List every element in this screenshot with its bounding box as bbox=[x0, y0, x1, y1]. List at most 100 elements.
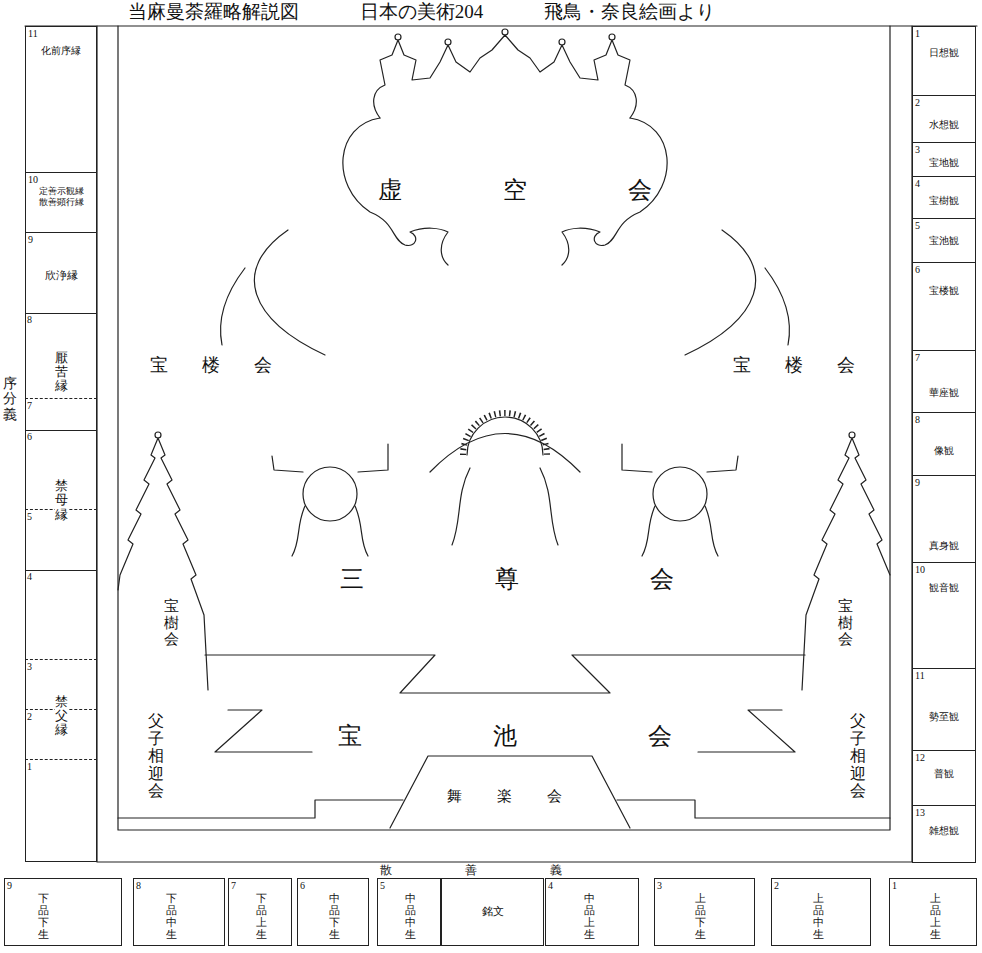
roof-finial bbox=[502, 29, 508, 35]
panel-cell: 9 欣浄縁 bbox=[25, 232, 97, 314]
region-label: 父子相迎会 bbox=[850, 712, 866, 800]
panel-cell: 3宝地観 bbox=[912, 142, 976, 177]
cell-number: 4 bbox=[27, 571, 32, 583]
cell-number: 8 bbox=[915, 414, 920, 426]
panel-cell: 1 bbox=[25, 759, 97, 862]
panel-cell: 5中品中生 bbox=[377, 878, 441, 946]
attendant-canopy bbox=[272, 444, 388, 472]
cell-number: 10 bbox=[28, 174, 38, 186]
roof-finial bbox=[395, 34, 401, 40]
cell-number: 2 bbox=[27, 711, 32, 723]
halo bbox=[467, 417, 543, 455]
attendant-figure bbox=[642, 506, 718, 556]
central-frame bbox=[97, 26, 912, 862]
cell-number: 1 bbox=[27, 761, 32, 773]
label-holder: 父子相迎会 bbox=[850, 712, 866, 800]
panel-cell: 7 下品上生 bbox=[228, 878, 292, 946]
cell-label: 禁母縁 bbox=[55, 477, 68, 524]
buddha-figure bbox=[452, 468, 558, 545]
panel-group: 禁母縁 6 5 bbox=[25, 430, 97, 571]
jewel-tree bbox=[802, 438, 890, 690]
attendant-canopy bbox=[622, 444, 738, 472]
cell-label: 水想観 bbox=[929, 119, 959, 131]
panel-cell: 1上品上生 bbox=[889, 878, 977, 946]
region-label: 父子相迎会 bbox=[148, 712, 164, 800]
region-label: 三尊会 bbox=[340, 565, 805, 594]
panel-cell: 10観音観 bbox=[912, 562, 976, 669]
panel-cell: 6宝楼観 bbox=[912, 262, 976, 351]
cell-label: 中品上生 bbox=[584, 892, 595, 940]
panel-cell: 11勢至観 bbox=[912, 668, 976, 751]
cell-label: 真身観 bbox=[929, 540, 959, 552]
section-heading: 散善義 bbox=[380, 863, 635, 877]
panel-cell: 7華座観 bbox=[912, 350, 976, 413]
panel-cell: 7 bbox=[25, 398, 97, 431]
cell-number: 12 bbox=[915, 752, 925, 764]
cell-label: 下品上生 bbox=[256, 892, 267, 940]
cell-label: 欣浄縁 bbox=[45, 269, 78, 282]
cell-number: 3 bbox=[915, 144, 920, 156]
cell-label: 像観 bbox=[934, 445, 954, 457]
region-label: 宝楼会 bbox=[733, 355, 889, 377]
label-holder: 宝樹会 bbox=[838, 598, 853, 648]
cell-label: 禁父縁 bbox=[55, 693, 68, 740]
pavilion-curve bbox=[254, 230, 325, 355]
cell-number: 6 bbox=[27, 431, 32, 443]
region-label: 虚空会 bbox=[378, 176, 753, 205]
cell-label: 普観 bbox=[934, 768, 954, 780]
label-holder: 宝楼会 bbox=[150, 355, 306, 377]
roof-finial bbox=[445, 39, 451, 45]
label-holder: 宝樹会 bbox=[164, 598, 179, 648]
pavilion-curve bbox=[221, 268, 245, 345]
panel-cell: 2上品中生 bbox=[771, 878, 871, 946]
panel-cell: 11化前序縁 bbox=[25, 26, 97, 173]
section-row: 散善義9下品下生8下品中生7下品上生6中品下生5中品中生銘文4中品上生3上品下生… bbox=[0, 863, 982, 953]
cell-number: 11 bbox=[915, 670, 925, 682]
pavilion-curve bbox=[765, 268, 789, 345]
label-holder: 虚空会 bbox=[378, 176, 753, 205]
pavilion-curve bbox=[685, 230, 756, 355]
tree-finial bbox=[155, 432, 161, 438]
cell-number: 11 bbox=[28, 28, 38, 40]
label-holder: 父子相迎会 bbox=[148, 712, 164, 800]
cell-label: 上品中生 bbox=[813, 892, 824, 940]
pond-outline bbox=[205, 655, 805, 693]
cell-label: 日想観 bbox=[929, 47, 959, 59]
panel-cell: 5宝池観 bbox=[912, 218, 976, 263]
cell-number: 9 bbox=[28, 234, 33, 246]
tree-finial bbox=[849, 432, 855, 438]
panel-cell: 8 像観 bbox=[912, 412, 976, 476]
cell-number: 1 bbox=[892, 880, 897, 892]
cell-number: 5 bbox=[380, 880, 385, 892]
cell-label: 下品下生 bbox=[38, 892, 49, 940]
cell-number: 9 bbox=[915, 477, 920, 489]
cell-number: 5 bbox=[27, 511, 32, 523]
cell-number: 1 bbox=[915, 28, 920, 40]
cell-number: 7 bbox=[231, 880, 236, 892]
palace-roofs bbox=[374, 35, 637, 118]
pond-outline bbox=[215, 710, 312, 752]
cell-label: 化前序縁 bbox=[41, 45, 81, 57]
label-holder: 宝楼会 bbox=[733, 355, 889, 377]
panel-cell: 4 bbox=[25, 570, 97, 660]
panel-group: 禁父縁4321 bbox=[25, 570, 97, 862]
panel-cell: 2水想観 bbox=[912, 95, 976, 143]
cell-number: 9 bbox=[7, 880, 12, 892]
section-column: 序分義11化前序縁10定善示観縁 散善顕行縁9欣浄縁厭苦縁87禁母縁65禁父縁4… bbox=[0, 26, 97, 862]
cell-label: 観音観 bbox=[929, 582, 959, 594]
panel-cell: 10定善示観縁 散善顕行縁 bbox=[25, 172, 97, 233]
cell-label: 中品下生 bbox=[329, 892, 340, 940]
panel-cell: 4宝樹観 bbox=[912, 176, 976, 219]
label-holder: 宝池会 bbox=[338, 722, 803, 751]
cell-label: 華座観 bbox=[929, 387, 959, 399]
cell-number: 5 bbox=[915, 220, 920, 232]
cell-number: 4 bbox=[548, 880, 553, 892]
panel-cell: 銘文 bbox=[441, 878, 544, 946]
cell-number: 8 bbox=[136, 880, 141, 892]
cell-label: 上品下生 bbox=[695, 892, 706, 940]
cell-label: 厭苦縁 bbox=[55, 349, 68, 396]
panel-cell: 6 中品下生 bbox=[297, 878, 369, 946]
region-label: 舞楽会 bbox=[447, 787, 597, 805]
cell-number: 6 bbox=[300, 880, 305, 892]
